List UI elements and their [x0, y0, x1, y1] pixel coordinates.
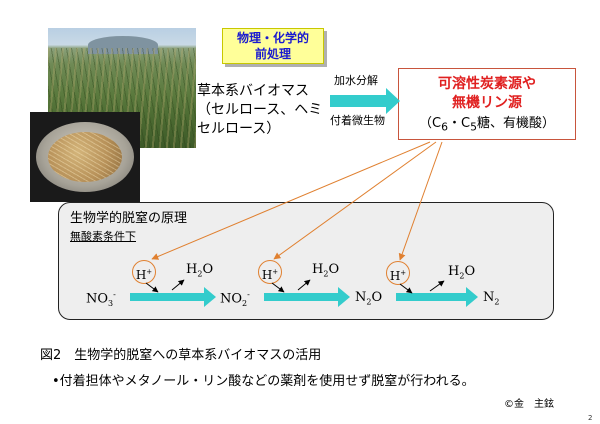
page-number: 2 — [588, 414, 593, 422]
orange-arrow-1 — [151, 141, 431, 260]
biomass-line1: 草本系バイオマス — [197, 83, 309, 99]
water-out-arrow-3 — [429, 280, 445, 292]
h-plus-circle-2: H+ — [258, 260, 282, 284]
reaction-arrow-2 — [264, 287, 350, 307]
water-out-arrow-1 — [171, 279, 185, 291]
biomass-grain-texture — [48, 132, 122, 182]
reaction-arrow-1 — [130, 287, 216, 307]
water-product-3: H2O — [448, 264, 476, 281]
anoxic-condition-label: 無酸素条件下 — [70, 230, 136, 243]
biomass-line3: セルロース） — [197, 121, 281, 137]
hydrolysis-label: 加水分解 — [334, 74, 378, 87]
species-nitrite: NO2- — [220, 290, 250, 308]
water-out-arrow-2 — [297, 279, 311, 291]
principle-title: 生物学的脱窒の原理 — [70, 211, 188, 226]
orange-arrow-2 — [273, 141, 437, 260]
pretreatment-label: 物理・化学的 前処理 — [222, 28, 324, 64]
species-nitrate: NO3- — [86, 290, 116, 308]
biomass-line2: （セルロース、ヘミ — [197, 102, 323, 118]
water-product-2: H2O — [312, 262, 340, 279]
attached-microbes-label: 付着微生物 — [330, 114, 385, 127]
carbon-source-formula: （C6・C5糖、有機酸） — [419, 116, 555, 134]
carbon-source-line2: 無機リン源 — [452, 95, 522, 111]
reaction-arrow-3 — [396, 287, 478, 307]
pretreatment-line1: 物理・化学的 — [236, 31, 309, 45]
h-in-arrow-2 — [271, 282, 285, 293]
species-nitrogen-gas: N2 — [483, 290, 500, 307]
figure-caption: 図2 生物学的脱窒への草本系バイオマスの活用 — [40, 348, 322, 363]
biomass-bowl-photo — [30, 112, 140, 202]
h-in-arrow-1 — [145, 282, 159, 293]
h-in-arrow-3 — [399, 283, 413, 294]
orange-arrow-3 — [398, 141, 443, 261]
h-plus-circle-1: H+ — [132, 260, 156, 284]
biomass-description: 草本系バイオマス （セルロース、ヘミ セルロース） — [197, 82, 322, 139]
carbon-source-box: 可溶性炭素源や 無機リン源 （C6・C5糖、有機酸） — [398, 68, 576, 140]
water-product-1: H2O — [186, 262, 214, 279]
carbon-source-line1: 可溶性炭素源や — [438, 76, 536, 92]
h-plus-circle-3: H+ — [386, 261, 410, 285]
mountain-shape — [88, 36, 158, 54]
species-nitrous-oxide: N2O — [355, 290, 383, 307]
note-bullet: •付着担体やメタノール・リン酸などの薬剤を使用せず脱窒が行われる。 — [52, 374, 475, 389]
main-process-arrow — [330, 88, 400, 114]
copyright-credit: ©金 主鉉 — [504, 399, 554, 410]
bowl-biomass — [48, 132, 122, 182]
pretreatment-line2: 前処理 — [254, 47, 291, 61]
